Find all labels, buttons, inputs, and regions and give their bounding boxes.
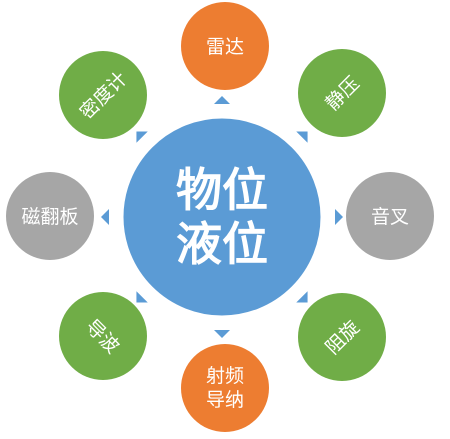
node-rotary-paddle-circle (298, 293, 386, 381)
center-circle (120, 115, 324, 319)
node-radar-circle (181, 2, 269, 90)
node-densitometer: 密度计 (59, 51, 147, 139)
arrow-tuning-fork (335, 209, 343, 225)
node-static-pressure: 静压 (298, 49, 386, 137)
node-tuning-fork: 音叉 (346, 172, 434, 260)
node-magnetic-flap-circle (6, 172, 94, 260)
node-rotary-paddle: 阻旋 (298, 293, 386, 381)
arrows-group (101, 96, 343, 338)
arrow-radar (214, 96, 230, 104)
arrow-densitometer (136, 131, 148, 143)
node-rf-admittance: 射频 导纳 (181, 344, 269, 432)
node-magnetic-flap: 磁翻板 (6, 172, 94, 260)
node-densitometer-circle (59, 51, 147, 139)
node-tuning-fork-label: 音叉 (371, 206, 409, 228)
arrow-rf-admittance (214, 330, 230, 338)
node-radar: 雷达 (181, 2, 269, 90)
arrow-rotary-paddle (296, 291, 308, 303)
arrow-magnetic-flap (101, 209, 109, 225)
node-rf-admittance-label-2: 导纳 (206, 389, 244, 411)
center-label-2: 液位 (176, 217, 268, 271)
node-rf-admittance-label-1: 射频 (206, 365, 244, 387)
arrow-static-pressure (296, 131, 308, 143)
node-tuning-fork-circle (346, 172, 434, 260)
node-magnetic-flap-label: 磁翻板 (21, 206, 78, 228)
node-guided-wave-circle (59, 292, 147, 380)
center-label-1: 物位 (176, 163, 268, 217)
arrow-guided-wave (136, 291, 148, 303)
node-rf-admittance-circle (181, 344, 269, 432)
center-node: 物位 液位 (120, 115, 324, 319)
node-guided-wave: 导波 (59, 292, 147, 380)
node-static-pressure-circle (298, 49, 386, 137)
node-radar-label: 雷达 (206, 36, 244, 58)
